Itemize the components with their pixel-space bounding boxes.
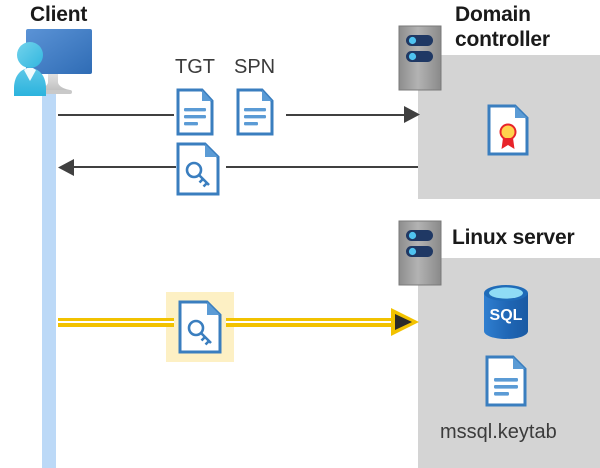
spn-label: SPN — [234, 56, 276, 78]
flow-response-line-segment-1 — [72, 166, 176, 168]
user-computer-icon — [4, 26, 96, 98]
flow-ticket-line-segment-1-core — [58, 321, 174, 323]
document-lines-icon — [236, 88, 274, 136]
keytab-filename-label: mssql.keytab — [440, 421, 557, 443]
sql-database-icon: SQL — [481, 284, 531, 340]
flow-ticket-line-segment-2-core — [226, 321, 396, 323]
client-label: Client — [30, 3, 88, 26]
certificate-document-icon — [487, 104, 529, 156]
client-lifeline — [42, 86, 56, 468]
keytab-document-icon — [485, 355, 527, 407]
sql-database-text: SQL — [490, 307, 523, 324]
tgt-label: TGT — [175, 56, 215, 78]
flow-response-line-segment-2 — [226, 166, 418, 168]
flow-response-arrowhead — [58, 159, 74, 176]
server-rack-icon — [398, 25, 442, 91]
server-rack-icon — [398, 220, 442, 286]
key-document-icon — [176, 142, 220, 196]
flow-ticket-arrowhead — [391, 308, 419, 336]
document-lines-icon — [176, 88, 214, 136]
domain-controller-label-line1: Domain — [455, 3, 531, 26]
flow-request-arrowhead — [404, 106, 420, 123]
key-document-icon — [178, 300, 222, 354]
flow-request-line-segment-2 — [286, 114, 410, 116]
domain-controller-label-line2: controller — [455, 28, 550, 51]
linux-server-label: Linux server — [452, 226, 575, 249]
flow-request-line-segment-1 — [58, 114, 174, 116]
